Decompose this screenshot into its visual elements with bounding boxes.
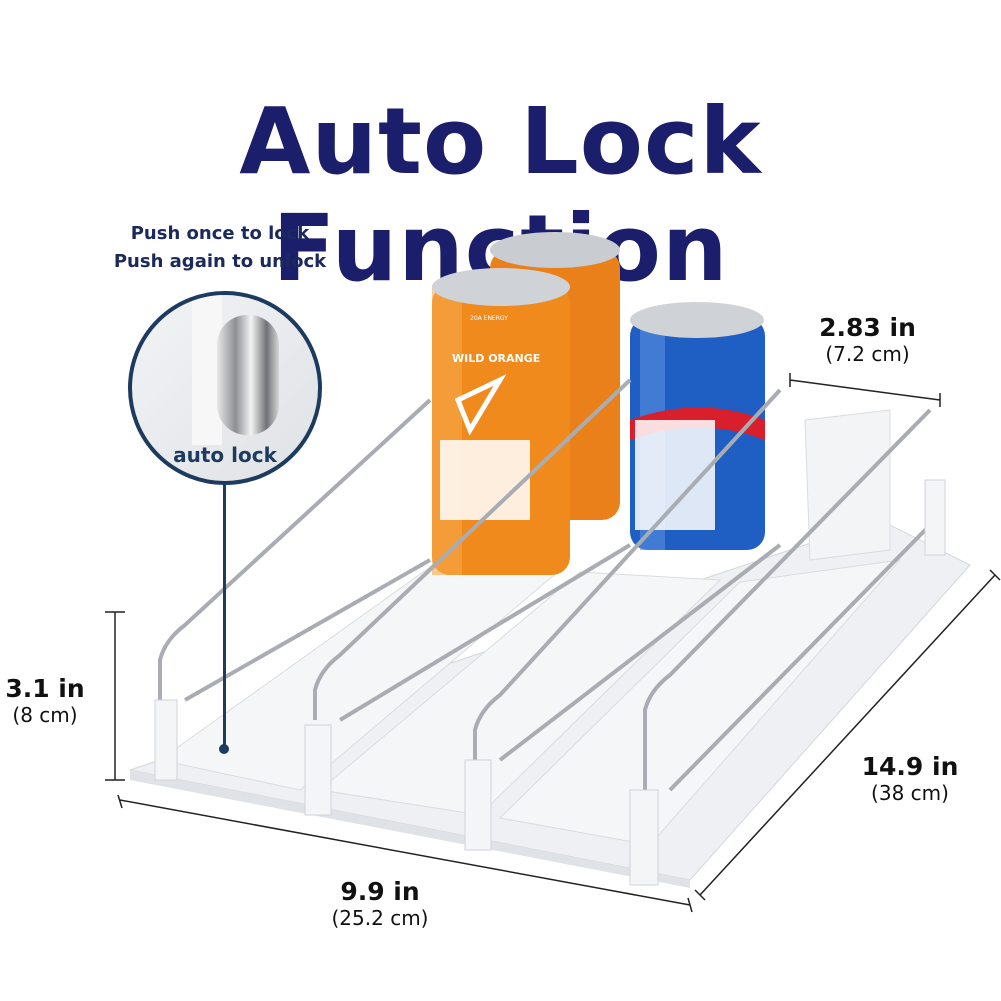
dimension-value: 2.83 in bbox=[819, 313, 916, 342]
lock-instructions: Push once to lock Push again to unlock bbox=[100, 220, 340, 276]
spring-roll bbox=[217, 315, 279, 435]
callout-leader-line bbox=[223, 481, 226, 749]
dimension-metric: (25.2 cm) bbox=[331, 906, 429, 930]
auto-lock-detail-circle: auto lock bbox=[128, 291, 322, 485]
dimension-metric: (38 cm) bbox=[871, 781, 949, 805]
can-brand-text: 20A ENERGY bbox=[470, 315, 508, 322]
lane-2 bbox=[318, 571, 722, 816]
dimension-value: 14.9 in bbox=[861, 752, 959, 781]
dimension-value: 9.9 in bbox=[340, 877, 420, 906]
pusher-paddle bbox=[804, 409, 891, 561]
callout-leader-dot bbox=[219, 744, 229, 754]
dimension-lines bbox=[105, 373, 1001, 913]
dimension-width-bottom: 9.9 in (25.2 cm) bbox=[310, 877, 450, 930]
dimension-height: 3.1 in (8 cm) bbox=[0, 674, 90, 727]
dimension-metric: (8 cm) bbox=[12, 703, 78, 727]
can-flavor-text: WILD ORANGE bbox=[452, 352, 540, 365]
dimension-metric: (7.2 cm) bbox=[825, 342, 910, 366]
auto-lock-label: auto lock bbox=[173, 443, 277, 467]
instruction-line-1: Push once to lock bbox=[130, 223, 310, 244]
dimension-value: 3.1 in bbox=[5, 674, 85, 703]
lane-3 bbox=[498, 559, 902, 846]
blue-can bbox=[630, 302, 765, 550]
dimension-width-top: 2.83 in (7.2 cm) bbox=[800, 313, 935, 366]
dimension-depth: 14.9 in (38 cm) bbox=[850, 752, 970, 805]
wire-dividers bbox=[158, 378, 937, 792]
orange-can-front: WILD ORANGE 20A ENERGY bbox=[432, 268, 570, 575]
instruction-line-2: Push again to unlock bbox=[113, 251, 327, 272]
